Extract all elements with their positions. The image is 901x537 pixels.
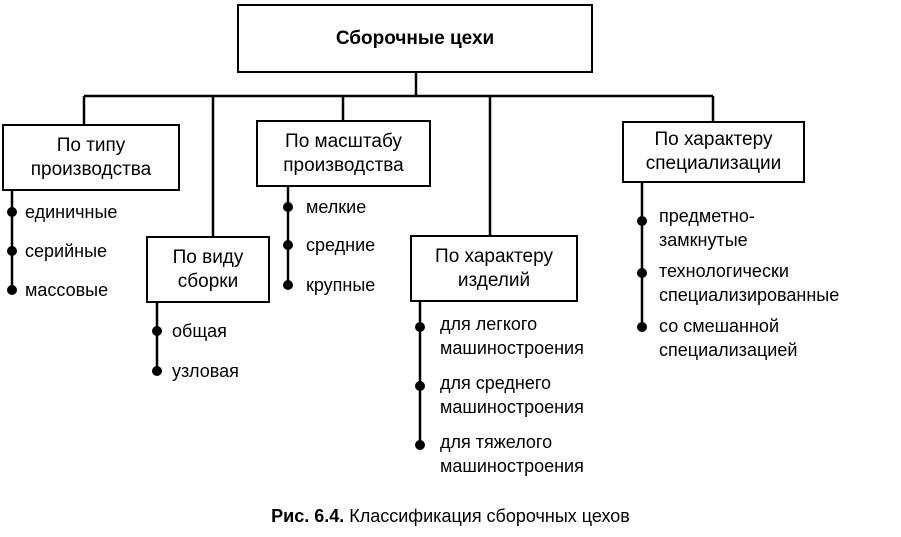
group-title-line: производства: [283, 154, 404, 176]
list-item: крупные: [306, 273, 375, 297]
figure-caption: Рис. 6.4. Классификация сборочных цехов: [0, 506, 901, 527]
item-text: машиностроения: [440, 397, 584, 417]
item-text: со смешанной: [659, 316, 779, 336]
item-text: специализированные: [659, 285, 840, 305]
group-title-line: По виду: [172, 246, 244, 268]
item-text: для среднего: [440, 373, 552, 393]
root-title: Сборочные цехи: [335, 27, 495, 49]
group-box-specialization: По характеру специализации: [622, 121, 805, 183]
figure-number: Рис. 6.4.: [271, 506, 345, 526]
group-box-production-type: По типу производства: [2, 124, 180, 191]
list-item: технологически специализированные: [659, 259, 839, 307]
item-text: замкнутые: [659, 230, 748, 250]
group-title-line: производства: [30, 158, 152, 180]
list-item: для тяжелого машиностроения: [440, 430, 584, 478]
item-text: для легкого: [440, 314, 538, 334]
item-text: крупные: [306, 275, 376, 295]
group-title-line: По характеру: [654, 129, 773, 150]
group-title-line: По типу: [56, 134, 126, 156]
item-text: общая: [172, 321, 227, 341]
list-item: массовые: [25, 278, 108, 302]
item-text: специализацией: [659, 340, 798, 360]
list-item: узловая: [172, 359, 239, 383]
group-title-line: изделий: [457, 269, 531, 291]
figure-caption-text: Классификация сборочных цехов: [349, 506, 630, 526]
list-item: общая: [172, 319, 227, 343]
item-text: машиностроения: [440, 338, 584, 358]
item-text: машиностроения: [440, 456, 584, 476]
item-text: технологически: [659, 261, 789, 281]
group-title-line: По характеру: [435, 245, 553, 267]
item-text: единичные: [25, 202, 118, 222]
item-text: узловая: [172, 361, 239, 381]
group-box-production-scale: По масштабу производства: [256, 120, 431, 187]
group-title-line: По масштабу: [285, 130, 402, 152]
item-text: массовые: [25, 280, 109, 300]
group-title-line: специализации: [645, 153, 782, 174]
root-box: Сборочные цехи: [237, 4, 593, 73]
group-title-line: сборки: [177, 270, 239, 292]
list-item: средние: [306, 233, 375, 257]
item-text: средние: [306, 235, 376, 255]
list-item: серийные: [25, 239, 107, 263]
list-item: со смешанной специализацией: [659, 314, 797, 362]
list-item: для легкого машиностроения: [440, 312, 584, 360]
item-text: серийные: [25, 241, 108, 261]
item-text: для тяжелого: [440, 432, 553, 452]
list-item: для среднего машиностроения: [440, 371, 584, 419]
item-text: мелкие: [306, 197, 367, 217]
list-item: предметно- замкнутые: [659, 204, 755, 252]
group-box-assembly-kind: По виду сборки: [146, 236, 270, 303]
group-box-product-nature: По характеру изделий: [410, 235, 578, 302]
list-item: единичные: [25, 200, 117, 224]
list-item: мелкие: [306, 195, 366, 219]
item-text: предметно-: [659, 206, 755, 226]
bullet-dots: [7, 202, 647, 450]
